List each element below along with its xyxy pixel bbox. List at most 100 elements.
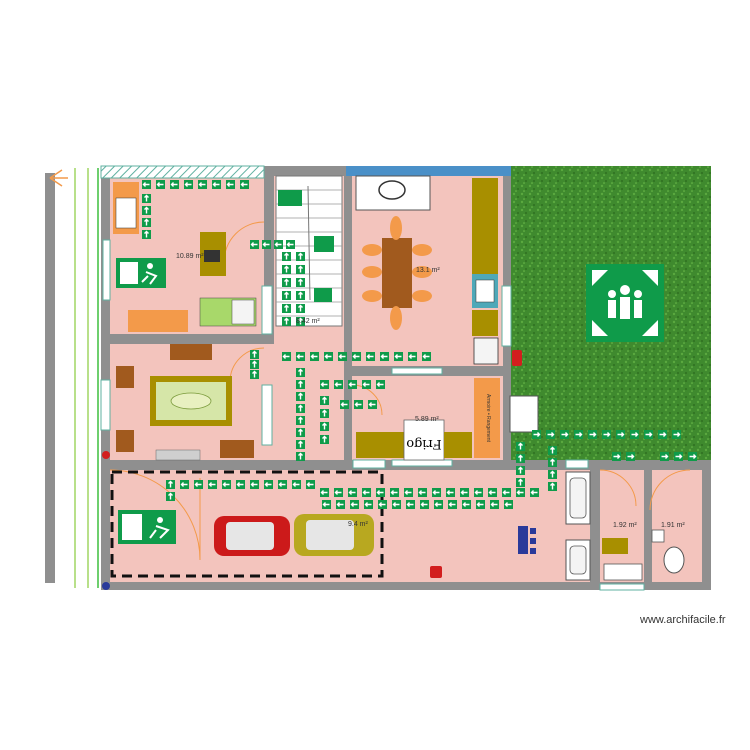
arrow-icon bbox=[688, 452, 697, 461]
arrow-icon bbox=[222, 480, 231, 489]
living-furniture bbox=[116, 344, 254, 461]
arrow-icon bbox=[282, 252, 291, 261]
arrow-icon bbox=[658, 430, 667, 439]
storage-label: Armoire • Rangement bbox=[485, 394, 491, 442]
arrow-icon bbox=[296, 304, 305, 313]
arrow-icon bbox=[296, 265, 305, 274]
room-area-bedroom: 10.89 m² bbox=[176, 253, 204, 260]
arrow-icon bbox=[198, 180, 207, 189]
site-credit: www.archifacile.fr bbox=[640, 614, 726, 626]
arrow-icon bbox=[376, 488, 385, 497]
hall-floor bbox=[264, 342, 352, 460]
arrow-icon bbox=[296, 278, 305, 287]
arrow-icon bbox=[240, 180, 249, 189]
arrow-icon bbox=[362, 488, 371, 497]
arrow-icon bbox=[250, 370, 259, 379]
arrow-icon bbox=[504, 500, 513, 509]
arrow-icon bbox=[320, 396, 329, 405]
arrow-icon bbox=[448, 500, 457, 509]
arrow-icon bbox=[502, 488, 511, 497]
bathroom-floor bbox=[600, 470, 644, 582]
arrow-icon bbox=[296, 392, 305, 401]
arrow-icon bbox=[334, 380, 343, 389]
arrow-icon bbox=[488, 488, 497, 497]
arrow-icon bbox=[142, 230, 151, 239]
arrow-icon bbox=[390, 488, 399, 497]
arrow-icon bbox=[406, 500, 415, 509]
arrow-icon bbox=[548, 470, 557, 479]
garage-cars bbox=[110, 470, 536, 578]
arrow-icon bbox=[170, 180, 179, 189]
arrow-icon bbox=[142, 218, 151, 227]
bathroom-furniture bbox=[509, 395, 685, 581]
arrow-icon bbox=[548, 482, 557, 491]
arrow-icon bbox=[394, 352, 403, 361]
arrow-icon bbox=[476, 500, 485, 509]
arrow-icon bbox=[212, 180, 221, 189]
arrow-icon bbox=[340, 400, 349, 409]
arrow-icon bbox=[250, 240, 259, 249]
arrow-icon bbox=[350, 500, 359, 509]
arrow-icon bbox=[282, 304, 291, 313]
bedroom-furniture bbox=[113, 182, 257, 332]
arrow-icon bbox=[336, 500, 345, 509]
arrow-icon bbox=[516, 442, 525, 451]
arrow-icon bbox=[674, 452, 683, 461]
arrow-icon bbox=[296, 352, 305, 361]
arrow-icon bbox=[616, 430, 625, 439]
arrow-icon bbox=[180, 480, 189, 489]
arrow-icon bbox=[378, 500, 387, 509]
room-area-stairwell: 8.42 m² bbox=[296, 318, 320, 325]
arrow-icon bbox=[490, 500, 499, 509]
arrow-icon bbox=[546, 430, 555, 439]
arrow-icon bbox=[560, 430, 569, 439]
arrow-icon bbox=[420, 500, 429, 509]
laundry-furniture bbox=[356, 378, 500, 461]
arrow-icon bbox=[250, 360, 259, 369]
arrow-icon bbox=[354, 400, 363, 409]
arrow-icon bbox=[296, 416, 305, 425]
arrow-icon bbox=[142, 194, 151, 203]
arrow-icon bbox=[460, 488, 469, 497]
arrow-icon bbox=[422, 352, 431, 361]
arrow-icon bbox=[282, 278, 291, 287]
arrow-icon bbox=[142, 180, 151, 189]
assembly-point-icon bbox=[586, 264, 664, 342]
room-area-labels: 10.89 m² 8.42 m² 13.1 m² 5.89 m² 9.4 m² … bbox=[176, 253, 685, 529]
arrow-icon bbox=[338, 352, 347, 361]
arrow-icon bbox=[296, 317, 305, 326]
arrow-icon bbox=[352, 352, 361, 361]
arrow-icon bbox=[672, 430, 681, 439]
arrow-icon bbox=[380, 352, 389, 361]
arrow-icon bbox=[320, 435, 329, 444]
arrow-icon bbox=[282, 265, 291, 274]
arrow-icon bbox=[446, 488, 455, 497]
arrow-icon bbox=[348, 488, 357, 497]
arrow-icon bbox=[376, 380, 385, 389]
arrow-icon bbox=[286, 240, 295, 249]
fridge-label: Frigo bbox=[406, 436, 442, 451]
arrow-icon bbox=[602, 430, 611, 439]
arrow-icon bbox=[392, 500, 401, 509]
arrow-icon bbox=[320, 409, 329, 418]
arrow-icon bbox=[574, 430, 583, 439]
arrow-icon bbox=[432, 488, 441, 497]
arrow-icon bbox=[462, 500, 471, 509]
arrow-icon bbox=[548, 458, 557, 467]
arrow-icon bbox=[626, 452, 635, 461]
arrow-icon bbox=[282, 317, 291, 326]
arrow-icon bbox=[236, 480, 245, 489]
arrow-icon bbox=[296, 252, 305, 261]
arrow-icon bbox=[166, 480, 175, 489]
arrow-icon bbox=[408, 352, 417, 361]
arrow-icon bbox=[306, 480, 315, 489]
arrow-icon bbox=[296, 291, 305, 300]
arrow-icon bbox=[292, 480, 301, 489]
arrow-icon bbox=[262, 240, 271, 249]
arrow-icon bbox=[250, 350, 259, 359]
arrow-icon bbox=[296, 380, 305, 389]
room-area-wc: 1.91 m² bbox=[661, 522, 685, 529]
arrow-icon bbox=[530, 488, 539, 497]
arrow-icon bbox=[404, 488, 413, 497]
arrow-icon bbox=[278, 480, 287, 489]
